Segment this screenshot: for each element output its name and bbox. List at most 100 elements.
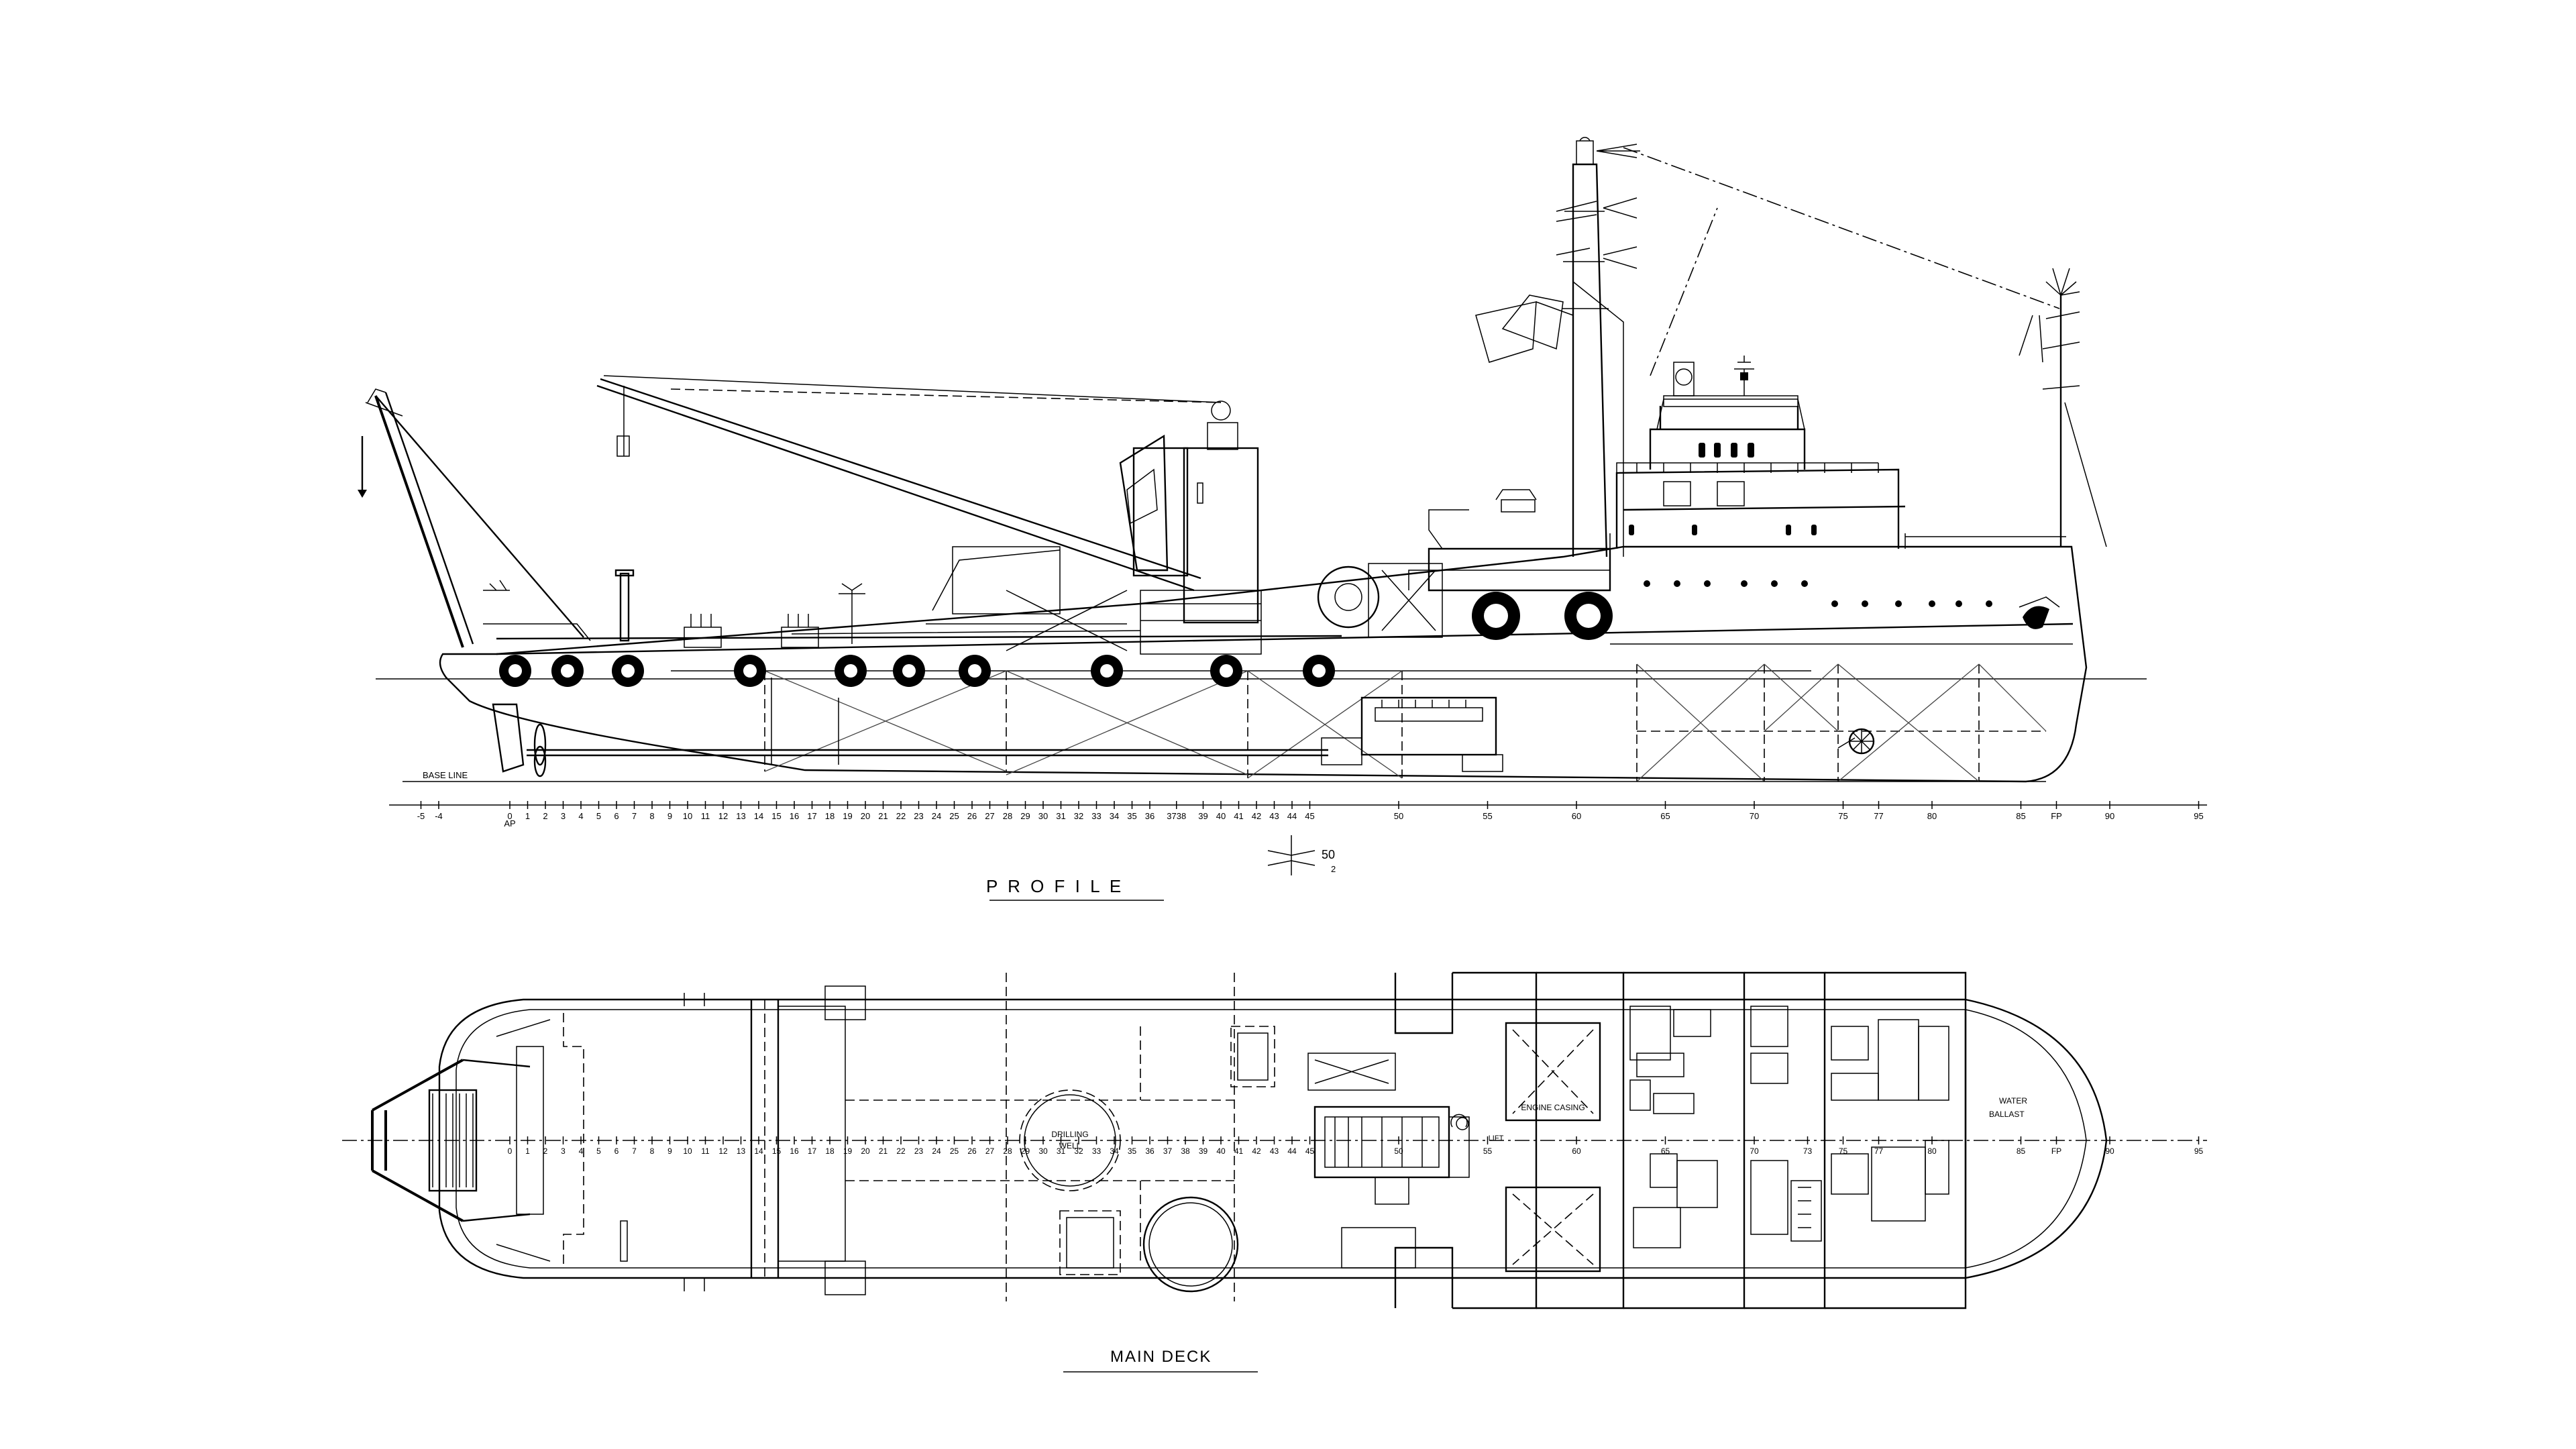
frame-tick-label: 44 (1287, 1146, 1297, 1156)
forepeak: WATER BALLAST (1964, 1010, 2027, 1268)
frame-tick-label: 10 (683, 1146, 692, 1156)
rudder (492, 703, 525, 773)
frame-tick-label: 31 (1056, 811, 1065, 821)
frame-tick-label: 29 (1021, 1146, 1030, 1156)
frame-tick-label: 2 (543, 1146, 548, 1156)
frame-tick-label: 18 (825, 811, 835, 821)
section-mark: 50 2 (1267, 835, 1336, 875)
stern-a-frame-plan (371, 1019, 551, 1262)
frame-tick-label: 2 (543, 811, 547, 821)
frame-tick-label: 90 (2105, 1146, 2114, 1156)
frame-tick-label: 75 (1839, 1146, 1848, 1156)
section-sheet: 2 (1331, 864, 1336, 874)
frame-tick-label: 14 (754, 1146, 763, 1156)
frame-tick-label: 37 (1163, 1146, 1173, 1156)
drilling-well-label-2: WELL (1059, 1141, 1081, 1150)
frame-tick-label: 27 (985, 811, 994, 821)
frame-tick-label: -4 (435, 811, 443, 821)
frame-tick-label: 45 (1305, 1146, 1315, 1156)
frame-tick-label: 35 (1127, 811, 1136, 821)
profile-title: P R O F I L E (986, 876, 1124, 896)
frame-tick-label: 30 (1038, 811, 1048, 821)
frame-tick-label: 95 (2194, 1146, 2204, 1156)
frame-tick-label: 32 (1074, 811, 1083, 821)
frame-tick-label: FP (2051, 811, 2062, 821)
frame-tick-label: 95 (2194, 811, 2203, 821)
frame-tick-label: 34 (1110, 811, 1119, 821)
main-mast (1475, 137, 1640, 557)
crane-pedestal (932, 400, 1262, 655)
frame-tick-label: 12 (718, 811, 728, 821)
frame-tick-label: 17 (807, 811, 816, 821)
frame-tick-label: 41 (1234, 811, 1243, 821)
frame-tick-label: 22 (896, 1146, 906, 1156)
frame-tick-label: 4 (578, 811, 583, 821)
frame-tick-label: 80 (1927, 811, 1937, 821)
frame-tick-label: 60 (1572, 1146, 1581, 1156)
frame-tick-label: 23 (914, 1146, 924, 1156)
frame-tick-label: 20 (861, 1146, 870, 1156)
frame-tick-label: 36 (1145, 1146, 1155, 1156)
main-deck-title: MAIN DECK (1110, 1348, 1212, 1366)
frame-tick-label: 30 (1038, 1146, 1048, 1156)
frame-tick-label: 36 (1145, 811, 1155, 821)
frame-tick-label: 21 (879, 1146, 888, 1156)
frame-tick-label: FP (2051, 1146, 2061, 1156)
frame-tick-label: 5 (596, 811, 601, 821)
frame-tick-label: 33 (1092, 1146, 1102, 1156)
frame-tick-label: 8 (650, 1146, 655, 1156)
frame-tick-label: 13 (736, 811, 745, 821)
frame-tick-label: 12 (718, 1146, 728, 1156)
profile-internal-structure (764, 663, 2047, 782)
frame-tick-label: 77 (1874, 811, 1883, 821)
frame-tick-label: 19 (843, 811, 852, 821)
propeller-and-rudder (492, 703, 1328, 777)
profile-hull-outline (439, 545, 2088, 783)
deck-hull-outline (438, 998, 2108, 1279)
frame-tick-label: 11 (701, 1146, 710, 1156)
frame-tick-label: 0 (508, 1146, 513, 1156)
frame-tick-label: 25 (950, 1146, 959, 1156)
frame-tick-label: 15 (772, 1146, 782, 1156)
frame-tick-label: 50 (1394, 1146, 1403, 1156)
frame-tick-label: 75 (1838, 811, 1847, 821)
fore-mast (1623, 147, 2107, 547)
frame-tick-label: -5 (417, 811, 425, 821)
propeller (533, 723, 547, 766)
frame-tick-label: 29 (1020, 811, 1030, 821)
frame-tick-label: 40 (1216, 811, 1226, 821)
frame-tick-label: 16 (790, 811, 799, 821)
frame-tick-label: 3 (561, 1146, 566, 1156)
frame-tick-label: 11 (701, 811, 710, 821)
frame-tick-label: 10 (683, 811, 692, 821)
frame-tick-label: 21 (878, 811, 888, 821)
frame-tick-label: 42 (1252, 1146, 1261, 1156)
profile-view: BASE LINE -5-401234567891011121314151617… (358, 137, 2207, 901)
frame-tick-label: 20 (861, 811, 870, 821)
engine-casing-label: ENGINE CASING (1521, 1103, 1585, 1112)
frame-tick-label: 32 (1074, 1146, 1083, 1156)
anchor (2019, 596, 2060, 629)
frame-tick-label: 85 (2016, 811, 2025, 821)
frame-tick-label: 39 (1198, 811, 1208, 821)
bulwark-line (496, 635, 1342, 640)
frame-tick-label: 25 (949, 811, 959, 821)
frame-tick-label: 44 (1287, 811, 1297, 821)
main-crane-boom (596, 375, 1222, 592)
frame-tick-label: 14 (754, 811, 763, 821)
frame-tick-label: 26 (967, 811, 977, 821)
superstructure (1428, 356, 1906, 592)
frame-tick-label: 24 (932, 811, 941, 821)
frame-tick-label: 38 (1181, 1146, 1190, 1156)
frame-tick-label: 5 (596, 1146, 601, 1156)
frame-tick-label: 77 (1874, 1146, 1884, 1156)
main-engine (1321, 696, 1503, 772)
frame-tick-label: 90 (2105, 811, 2114, 821)
frame-tick-label: 18 (825, 1146, 835, 1156)
frame-tick-label: 23 (914, 811, 923, 821)
frame-tick-label: 3 (561, 811, 566, 821)
railings (791, 462, 2066, 635)
frame-tick-label: 35 (1128, 1146, 1137, 1156)
